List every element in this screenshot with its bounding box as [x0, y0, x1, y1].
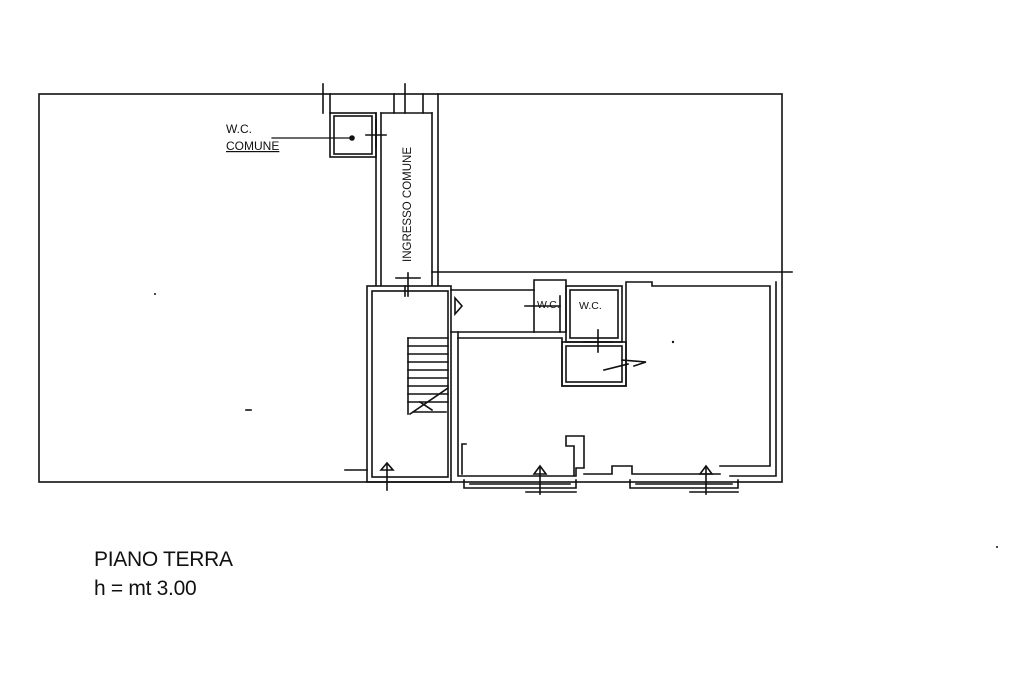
wc-common-label-line2: COMUNE [226, 139, 279, 153]
wc-small-label: W.C. [537, 299, 560, 311]
corridor-label: INGRESSO COMUNE [402, 147, 414, 262]
top-pipes [322, 83, 439, 286]
common-wc-room [271, 112, 387, 158]
stair-hall [344, 285, 452, 491]
common-entrance-corridor [375, 112, 433, 297]
apartment [450, 279, 777, 495]
wc-large-label: W.C. [579, 300, 602, 312]
wc-common-label-line1: W.C. [226, 122, 252, 136]
ceiling-height: h = mt 3.00 [94, 577, 197, 600]
floor-title: PIANO TERRA [94, 548, 233, 571]
